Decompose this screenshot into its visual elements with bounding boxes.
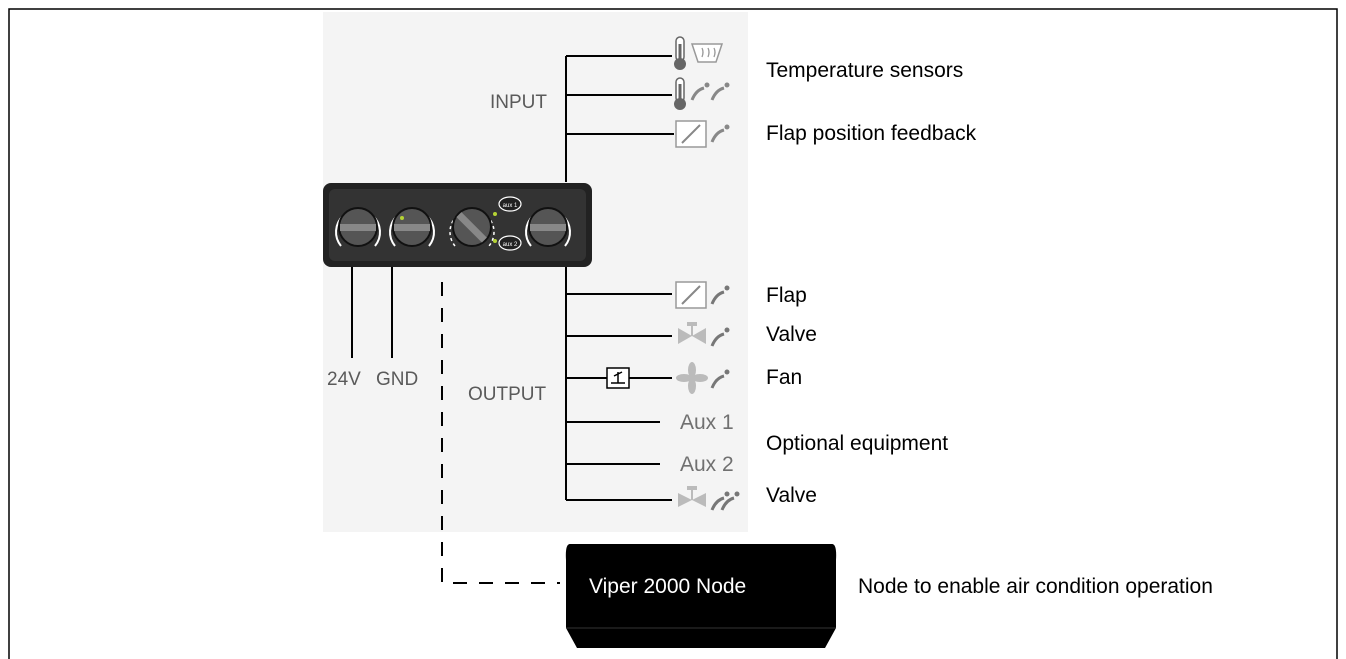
viper-node-description: Node to enable air condition operation (858, 575, 1213, 598)
output-bus (565, 267, 672, 501)
input-label-temperature-sensors: Temperature sensors (766, 59, 963, 82)
input-label-flap-feedback: Flap position feedback (766, 122, 977, 145)
fan-speed-knob[interactable] (449, 207, 497, 247)
viper-node-label: Viper 2000 Node (589, 575, 746, 598)
output-label-flap: Flap (766, 284, 807, 307)
aux-2-button-label: aux 2 (503, 242, 518, 248)
label-gnd: GND (376, 369, 418, 390)
output-label-valve: Valve (766, 323, 817, 346)
aux-1-button-label: aux 1 (503, 203, 518, 209)
temperature-knob[interactable] (335, 207, 381, 247)
viper-node (565, 544, 837, 648)
valve-icon (678, 322, 730, 347)
output-label-optional-equipment: Optional equipment (766, 432, 948, 455)
thermometer-airflow-icon (674, 77, 730, 110)
relay-icon (606, 367, 630, 389)
output-label-fan: Fan (766, 366, 802, 389)
defrost-knob[interactable] (389, 207, 435, 247)
thermometer-defrost-icon (674, 36, 724, 70)
output-label-valve-2: Valve (766, 484, 817, 507)
output-label: OUTPUT (468, 384, 547, 405)
aux-1-button[interactable]: aux 1 (498, 196, 522, 212)
fan-icon (676, 362, 730, 394)
flap-feedback-icon (675, 120, 730, 148)
power-wires (351, 267, 393, 358)
outlet-knob[interactable] (525, 207, 571, 247)
input-bus (565, 55, 674, 182)
label-24v: 24V (327, 369, 361, 390)
valve-dual-icon (678, 486, 740, 511)
diagram-border (8, 8, 1338, 659)
aux-2-label: Aux 2 (680, 453, 734, 476)
input-label: INPUT (490, 92, 547, 113)
aux-2-button[interactable]: aux 2 (498, 235, 522, 251)
aux-1-label: Aux 1 (680, 411, 734, 434)
flap-icon (675, 281, 730, 309)
control-panel: aux 1 aux 2 (323, 183, 592, 267)
